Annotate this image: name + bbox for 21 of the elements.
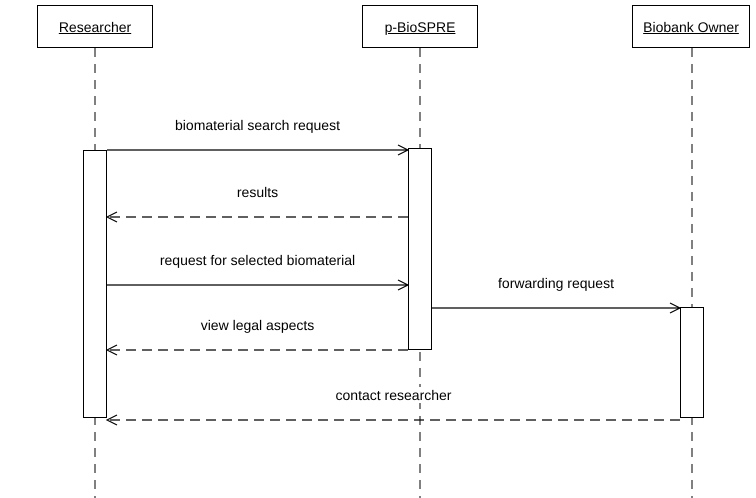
edge-label: view legal aspects: [198, 317, 316, 333]
activation-bar: [408, 148, 432, 350]
activation-bar: [680, 307, 704, 418]
activation-bar: [83, 150, 107, 418]
participant-name: Researcher: [58, 18, 132, 34]
message-arrow: [432, 302, 681, 314]
message-arrow: [106, 344, 408, 356]
edge-label: forwarding request: [496, 275, 616, 291]
message-arrow: [107, 144, 409, 156]
participant-name: Biobank Owner: [643, 18, 739, 34]
edge-label: contact researcher: [334, 387, 454, 403]
message-arrow: [106, 211, 408, 223]
message-arrow: [107, 279, 409, 291]
message-arrow: [106, 414, 680, 426]
edge-label: biomaterial search request: [173, 117, 342, 133]
participant-box: [37, 5, 153, 48]
edge-label: results: [234, 184, 280, 200]
participant-name: p-BioSPRE: [384, 18, 456, 34]
participant-box: [362, 5, 478, 48]
edge-label: request for selected biomaterial: [158, 252, 358, 268]
participant-box: [632, 5, 750, 48]
